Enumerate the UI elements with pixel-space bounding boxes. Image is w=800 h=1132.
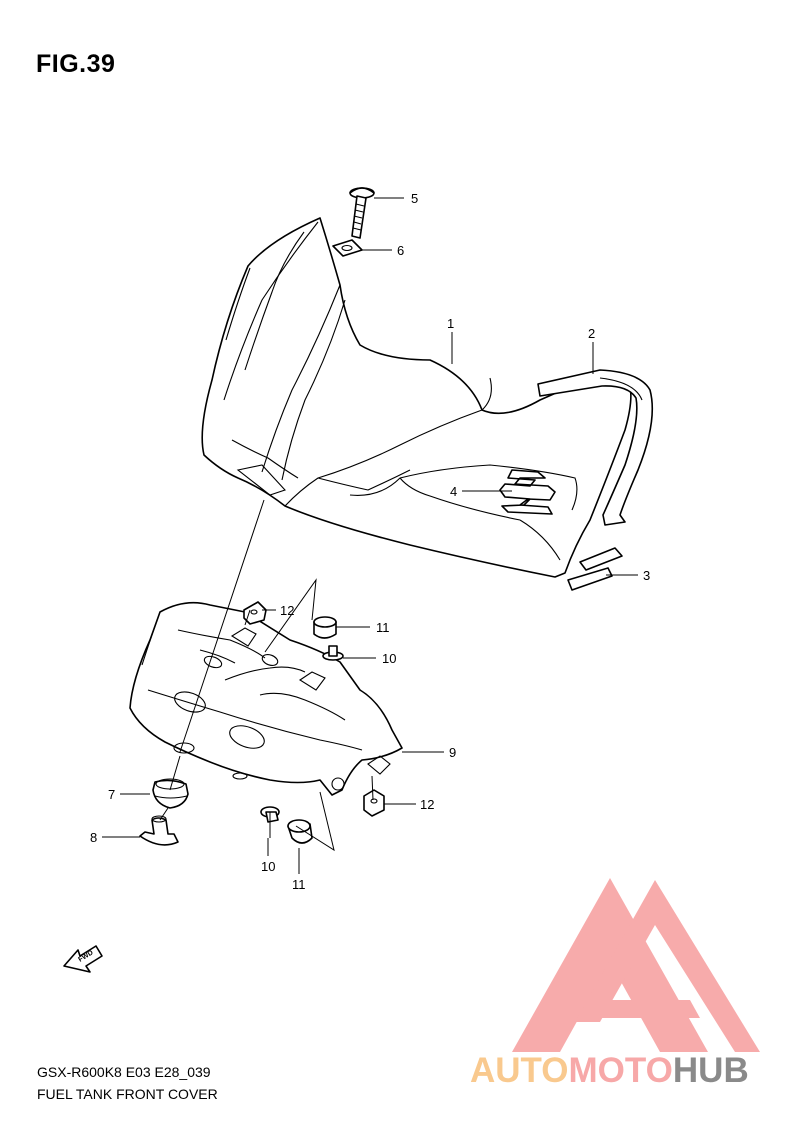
callout-2: 2: [588, 326, 595, 341]
model-code: GSX-R600K8 E03 E28_039: [37, 1064, 211, 1080]
svg-text:AUTOMOTOHUB: AUTOMOTOHUB: [470, 1051, 749, 1090]
callout-7: 7: [108, 787, 115, 802]
callout-1: 1: [447, 316, 454, 331]
part-7-rubber-grommet: [152, 778, 189, 809]
watermark-moto: MOTO: [569, 1051, 673, 1090]
part-3-trim-strip: [567, 547, 623, 591]
callout-10-upper: 10: [382, 651, 396, 666]
part-1-fuel-tank-front-cover: [201, 217, 632, 578]
part-4-emblem: [499, 469, 556, 515]
callout-11-upper: 11: [376, 620, 390, 635]
assembly-lines: [159, 499, 374, 852]
callout-6: 6: [397, 243, 404, 258]
part-9-bracket: [129, 601, 403, 796]
part-6-washer: [332, 239, 363, 257]
watermark-bar: [590, 1000, 700, 1018]
part-5-screw: [349, 187, 375, 239]
figure-caption: FUEL TANK FRONT COVER: [37, 1086, 218, 1102]
watermark-hub: HUB: [673, 1051, 749, 1090]
part-8-collar: [139, 815, 179, 846]
part-11-grommet-lower: [287, 819, 313, 844]
part-2-trim-strip: [537, 369, 654, 526]
callout-11-lower: 11: [292, 877, 306, 892]
callout-8: 8: [90, 830, 97, 845]
callout-4: 4: [450, 484, 457, 499]
callout-numbers: 1 2 3 4 5 6 7 8 9 10 10 11 11 12 12: [90, 191, 650, 892]
callout-5: 5: [411, 191, 418, 206]
fwd-arrow-icon: FWD: [63, 945, 103, 973]
watermark-triangle-inner: [575, 880, 760, 1052]
callout-12-lower: 12: [420, 797, 434, 812]
part-12-clip-nut-lower: [363, 789, 385, 817]
watermark-logo: [512, 878, 760, 1052]
part-11-grommet-upper: [313, 616, 337, 639]
part-12-clip-nut-upper: [243, 601, 267, 625]
figure-title: FIG.39: [36, 50, 116, 78]
watermark-wordmark: AUTOMOTOHUB: [470, 1051, 749, 1090]
watermark-auto: AUTO: [470, 1051, 569, 1090]
callout-10-lower: 10: [261, 859, 275, 874]
callout-leaders: [102, 197, 638, 874]
part-10-bolt-upper: [322, 645, 344, 661]
part-10-bolt-lower: [260, 806, 280, 823]
callout-3: 3: [643, 568, 650, 583]
callout-12-upper: 12: [280, 603, 294, 618]
callout-9: 9: [449, 745, 456, 760]
